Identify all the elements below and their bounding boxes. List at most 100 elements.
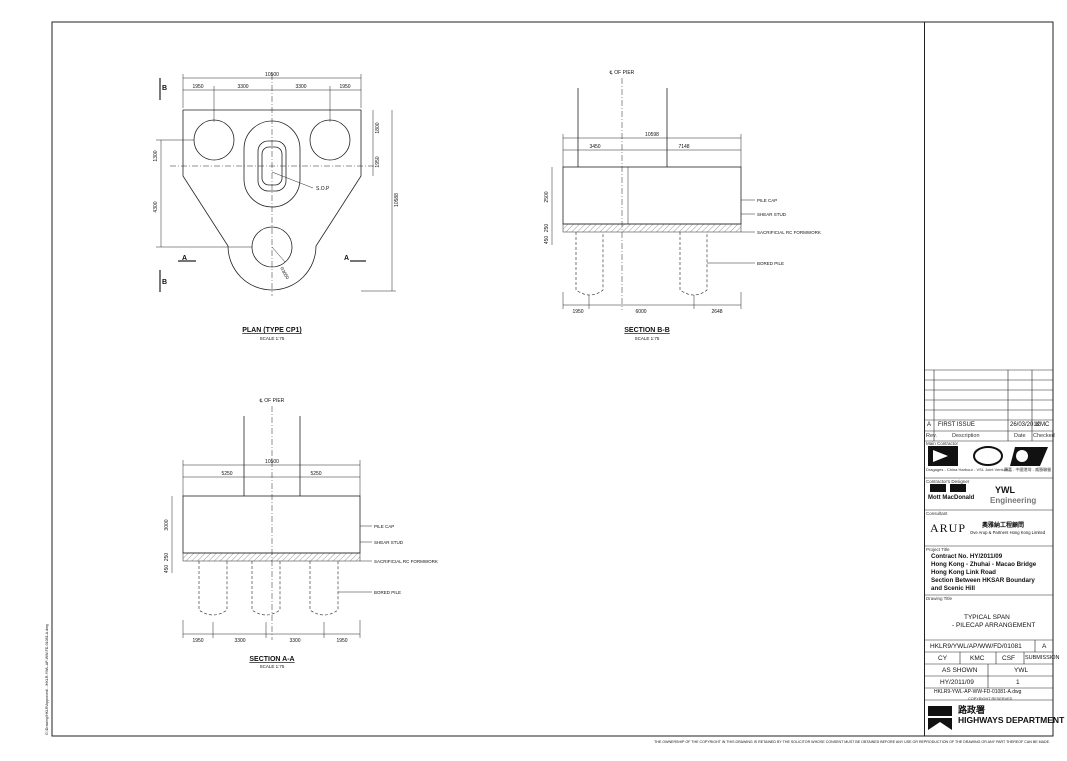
copyright-reserved: COPYRIGHT RESERVED bbox=[968, 697, 1013, 701]
plan-dim-right-b: 1950 bbox=[375, 156, 381, 167]
plan-mark-a-left: A bbox=[182, 255, 187, 262]
rev-desc-cell: FIRST ISSUE bbox=[938, 422, 975, 428]
section-aa-view bbox=[171, 406, 372, 640]
bb-scale: SCALE 1:75 bbox=[635, 336, 660, 341]
bb-dim-small-2: 250 bbox=[544, 224, 550, 233]
aa-pier-label: ℄ OF PIER bbox=[259, 398, 285, 404]
highways-logo bbox=[928, 706, 952, 730]
plan-sop-label: S.O.P bbox=[316, 186, 330, 192]
aa-dim-small-1: 450 bbox=[164, 565, 170, 574]
aa-dim-bottom-3: 3300 bbox=[289, 638, 300, 644]
bb-title: SECTION B-B bbox=[624, 327, 670, 334]
plan-dim-height: 10588 bbox=[394, 193, 400, 207]
aa-dim-depth: 3000 bbox=[164, 519, 170, 530]
plan-view bbox=[156, 74, 396, 296]
checked-by: KMC bbox=[970, 655, 985, 662]
project-line-2: Hong Kong - Zhuhai - Macao Bridge bbox=[931, 561, 1037, 568]
drawing-status: SUBMISSION bbox=[1025, 655, 1060, 661]
section-bb-view bbox=[551, 78, 755, 310]
plan-mark-a-right: A bbox=[344, 255, 349, 262]
arup-cn-text: 奧雅納工程顧問 bbox=[982, 523, 1025, 529]
plan-dim-top-3: 3300 bbox=[295, 84, 306, 90]
aa-scale: SCALE 1:75 bbox=[260, 664, 285, 669]
plan-dim-top-1: 1950 bbox=[192, 84, 203, 90]
aa-label-formwork: SACRIFICIAL RC FORMWORK bbox=[374, 559, 438, 564]
drawing-title-line-2: - PILECAP ARRANGEMENT bbox=[952, 622, 1036, 629]
aa-dim-top-1: 5250 bbox=[221, 471, 232, 477]
plan-title: PLAN (TYPE CP1) bbox=[242, 327, 302, 334]
consultant-caption: Consultant bbox=[926, 511, 948, 516]
plan-mark-b-bottom: B bbox=[162, 279, 167, 286]
bb-dim-top-2: 7148 bbox=[678, 144, 689, 150]
aa-title: SECTION A-A bbox=[249, 656, 294, 663]
aa-dim-bottom-1: 1950 bbox=[192, 638, 203, 644]
cad-file-name: HKLR9-YWL-AP-WW-FD-01081-A.dwg bbox=[934, 689, 1022, 695]
aa-dim-small-2: 250 bbox=[164, 553, 170, 562]
bb-dim-small-1: 450 bbox=[544, 236, 550, 245]
jv-logos bbox=[928, 446, 1048, 466]
rev-date-cell: 26/03/2012 bbox=[1010, 422, 1041, 428]
mott-macdonald-text: Mott MacDonald bbox=[928, 495, 975, 501]
ywl-engineering-text: Engineering bbox=[990, 496, 1037, 505]
project-line-3: Hong Kong Link Road bbox=[931, 569, 996, 576]
bb-dim-bottom-3: 2648 bbox=[711, 309, 722, 315]
rev-letter-cell: A bbox=[927, 422, 932, 428]
copyright-footer: THE OWNERSHIP OF THE COPYRIGHT IN THIS D… bbox=[654, 740, 1050, 744]
title-block-grid bbox=[924, 369, 1053, 701]
bb-label-formwork: SACRIFICIAL RC FORMWORK bbox=[757, 230, 821, 235]
aa-label-shear-stud: SHEAR STUD bbox=[374, 540, 404, 545]
bb-dim-top-1: 3450 bbox=[589, 144, 600, 150]
rev-header-desc: Description bbox=[952, 433, 980, 439]
sheet-number: 1 bbox=[1016, 679, 1020, 686]
jv-text-cn: 寶嘉 - 中國港灣 - 威勝聯營 bbox=[1004, 467, 1052, 472]
aa-label-bored-pile: BORED PILE bbox=[374, 590, 401, 595]
aa-dim-overall: 10500 bbox=[265, 459, 279, 465]
approved-by: CSF bbox=[1002, 655, 1015, 662]
drawing-number: HKLR9/YWL/AP/WW/FD/01081 bbox=[930, 643, 1022, 650]
plan-scale: SCALE 1:75 bbox=[260, 336, 285, 341]
drawing-title-line-1: TYPICAL SPAN bbox=[964, 614, 1010, 621]
bb-label-pile-cap: PILE CAP bbox=[757, 198, 777, 203]
contractor-caption: Main Contractor bbox=[926, 441, 959, 446]
aa-dim-top-2: 5250 bbox=[310, 471, 321, 477]
project-line-4: Section Between HKSAR Boundary bbox=[931, 577, 1035, 584]
aa-label-pile-cap: PILE CAP bbox=[374, 524, 394, 529]
rev-header-date: Date bbox=[1014, 433, 1026, 439]
rev-header-rev: Rev. bbox=[926, 433, 937, 439]
ywl-logo-text: YWL bbox=[995, 485, 1015, 495]
aa-dim-bottom-4: 1950 bbox=[336, 638, 347, 644]
plan-dim-top-2: 3300 bbox=[237, 84, 248, 90]
bb-label-bored-pile: BORED PILE bbox=[757, 261, 784, 266]
designer-caption: Contractor's Designer bbox=[926, 479, 970, 484]
bb-dim-overall: 10598 bbox=[645, 132, 659, 138]
bb-dim-bottom-1: 1950 bbox=[572, 309, 583, 315]
plan-radius: R3050 bbox=[279, 266, 290, 280]
drawn-by: CY bbox=[938, 655, 948, 662]
bb-pier-label: ℄ OF PIER bbox=[609, 70, 635, 76]
project-caption: Project Title bbox=[926, 547, 950, 552]
bb-dim-depth: 2500 bbox=[544, 191, 550, 202]
office-code: YWL bbox=[1014, 667, 1029, 674]
drawing-title-caption: Drawing Title bbox=[926, 596, 953, 601]
jv-text: Dragages - China Harbour - VSL Joint Ven… bbox=[926, 467, 1009, 472]
project-line-5: and Scenic Hill bbox=[931, 585, 976, 592]
rev-checked-cell: KMC bbox=[1036, 422, 1050, 428]
rev-header-checked: Checked bbox=[1033, 433, 1055, 439]
mott-logo bbox=[930, 484, 966, 492]
job-number: HY/2011/09 bbox=[940, 679, 974, 686]
plan-dim-top-4: 1950 bbox=[339, 84, 350, 90]
arup-en-text: Ove Arup & Partners Hong Kong Limited bbox=[970, 530, 1046, 535]
bb-label-shear-stud: SHEAR STUD bbox=[757, 212, 787, 217]
plan-dim-right-a: 1800 bbox=[375, 122, 381, 133]
plan-dim-overall: 10500 bbox=[265, 72, 279, 78]
plan-dim-left-b: 4300 bbox=[153, 201, 159, 212]
aa-dim-bottom-2: 3300 bbox=[234, 638, 245, 644]
highways-dept-name: HIGHWAYS DEPARTMENT bbox=[958, 715, 1065, 725]
file-path-text: G:\Drawing\HKLR\Approved\...\HKLR-YWL-AP… bbox=[45, 624, 49, 735]
drawing-rev-letter: A bbox=[1042, 643, 1047, 650]
plan-dim-left-a: 1300 bbox=[153, 150, 159, 161]
project-line-1: Contract No. HY/2011/09 bbox=[931, 553, 1003, 560]
highways-dept-cn: 路政署 bbox=[958, 705, 986, 715]
bb-dim-bottom-2: 6000 bbox=[635, 309, 646, 315]
